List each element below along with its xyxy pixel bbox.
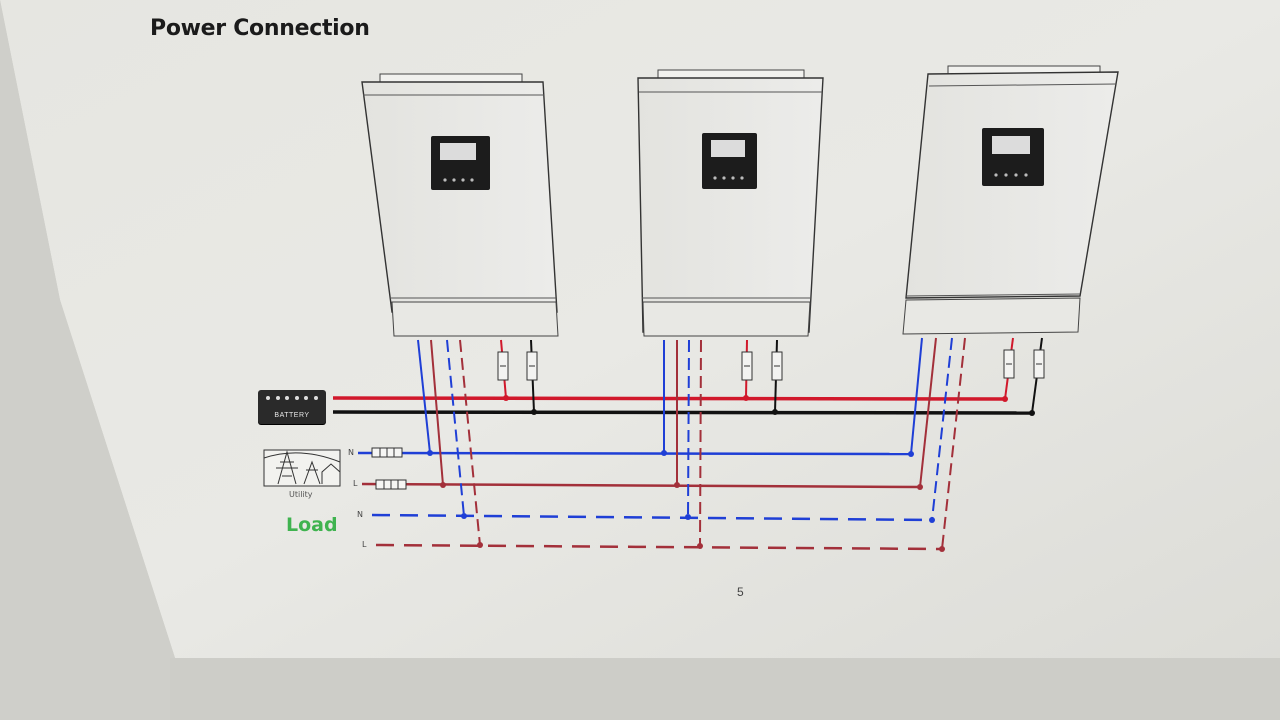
screen-bezel-left [0,0,180,720]
battery-icon: BATTERY [258,390,326,424]
inverter-2 [637,69,824,337]
battery-negative-bus [332,410,1035,415]
battery-label: BATTERY [274,412,310,419]
ac-drops-inverter-3 [910,337,966,550]
utility-n-breaker [371,447,403,458]
utility-neutral-tag: N [348,448,354,457]
load-line-bus [375,543,943,551]
utility-line-bus [361,482,921,489]
page-title: Power Connection [150,16,370,41]
page-number: 5 [737,585,744,599]
screen-bezel-bottom [170,658,1280,720]
load-line-tag: L [362,540,367,549]
ac-drops-inverter-2 [663,339,702,547]
ac-drops-inverter-1 [417,339,481,546]
battery-positive-bus [332,396,1006,401]
inverter-1 [361,73,559,337]
utility-pylon-icon [263,449,341,487]
utility-neutral-bus [357,451,913,456]
inverter-3 [902,65,1119,335]
dc-fuse-marks [500,363,1042,367]
utility-label: Utility [289,490,313,499]
load-neutral-tag: N [357,510,363,519]
utility-l-breaker [375,479,407,490]
utility-line-tag: L [353,479,358,488]
load-label: Load [286,514,338,536]
junction-dots [427,395,1035,552]
